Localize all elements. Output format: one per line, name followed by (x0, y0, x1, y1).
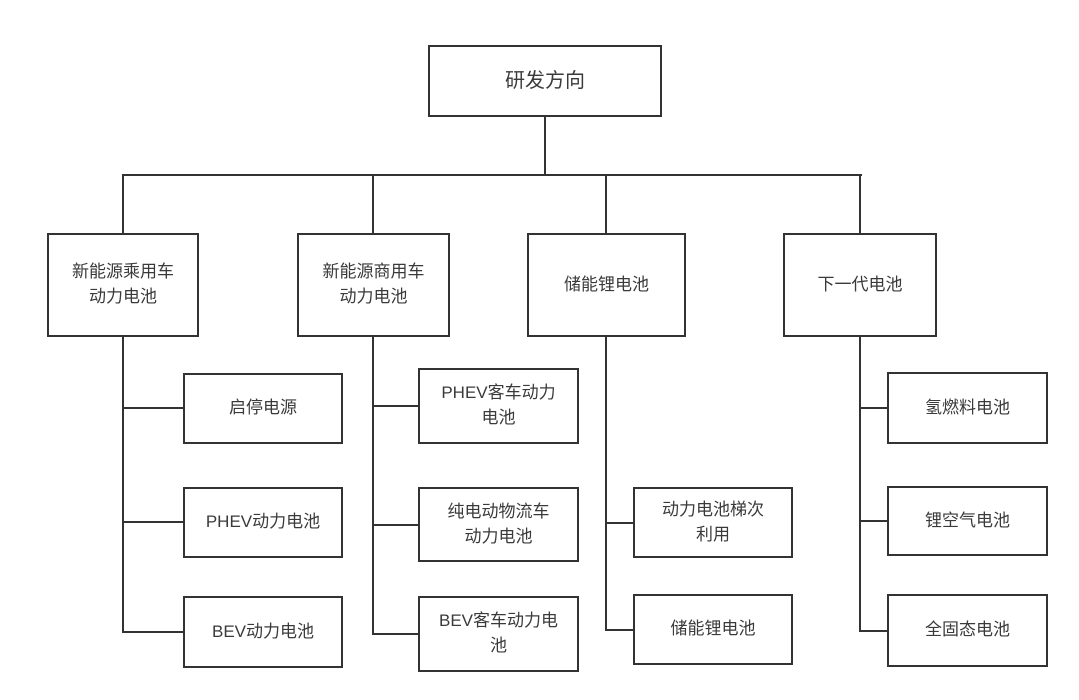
connector-stub-4-1 (859, 407, 887, 409)
connector-stub-2-2 (372, 524, 418, 526)
node-leaf-all-solid-state-battery: 全固态电池 (887, 594, 1048, 667)
connector-drop-branch-1 (122, 174, 124, 233)
node-leaf-bev-power-battery: BEV动力电池 (183, 596, 343, 668)
connector-trunk-branch-1 (122, 337, 124, 633)
node-leaf-label: 动力电池梯次 利用 (662, 499, 764, 544)
node-branch-label: 新能源商用车 动力电池 (322, 262, 425, 306)
node-leaf-battery-echelon-utilization: 动力电池梯次 利用 (633, 487, 793, 558)
node-leaf-label: PHEV动力电池 (205, 512, 321, 532)
node-branch-label: 储能锂电池 (564, 274, 649, 294)
node-leaf-label: 全固态电池 (925, 620, 1010, 640)
node-branch-energy-storage-battery: 储能锂电池 (527, 233, 686, 337)
connector-trunk-branch-4 (859, 337, 861, 632)
connector-bus (122, 174, 862, 176)
node-leaf-label: 锂空气电池 (925, 510, 1010, 530)
node-leaf-label: 启停电源 (229, 398, 297, 418)
node-leaf-label: 氢燃料电池 (925, 397, 1010, 417)
connector-stub-4-2 (859, 520, 887, 522)
node-leaf-label: BEV客车动力电 池 (438, 611, 559, 655)
node-branch-next-gen-battery: 下一代电池 (783, 233, 937, 337)
connector-root-stem (544, 117, 546, 174)
node-leaf-label: BEV动力电池 (211, 621, 315, 641)
connector-trunk-branch-2 (372, 337, 374, 635)
connector-stub-1-2 (122, 521, 183, 523)
node-leaf-phev-bus-power-battery: PHEV客车动力 电池 (418, 368, 579, 444)
node-branch-commercial-ev-battery: 新能源商用车 动力电池 (297, 233, 450, 337)
node-leaf-label: 纯电动物流车 动力电池 (447, 501, 550, 546)
node-leaf-energy-storage-li-battery: 储能锂电池 (633, 594, 793, 665)
connector-drop-branch-2 (372, 174, 374, 233)
connector-stub-2-1 (372, 405, 418, 407)
node-branch-passenger-ev-battery: 新能源乘用车 动力电池 (47, 233, 199, 337)
node-leaf-bev-bus-power-battery: BEV客车动力电 池 (418, 596, 579, 672)
node-leaf-lithium-air-battery: 锂空气电池 (887, 486, 1048, 556)
connector-stub-2-3 (372, 633, 418, 635)
connector-stub-4-3 (859, 630, 887, 632)
connector-stub-1-1 (122, 407, 183, 409)
node-branch-label: 新能源乘用车 动力电池 (72, 262, 174, 306)
connector-stub-3-1 (605, 522, 633, 524)
node-leaf-start-stop-power: 启停电源 (183, 373, 343, 444)
node-leaf-phev-power-battery: PHEV动力电池 (183, 487, 343, 558)
connector-trunk-branch-3 (605, 337, 607, 631)
node-leaf-electric-logistics-vehicle-battery: 纯电动物流车 动力电池 (418, 487, 579, 562)
node-leaf-label: 储能锂电池 (670, 619, 756, 639)
connector-stub-3-2 (605, 629, 633, 631)
node-branch-label: 下一代电池 (817, 274, 903, 294)
node-root-label: 研发方向 (505, 69, 585, 92)
node-leaf-hydrogen-fuel-cell: 氢燃料电池 (887, 372, 1048, 444)
node-root: 研发方向 (428, 45, 662, 117)
connector-drop-branch-4 (859, 174, 861, 233)
connector-stub-1-3 (122, 631, 183, 633)
node-leaf-label: PHEV客车动力 电池 (441, 383, 556, 427)
connector-drop-branch-3 (605, 174, 607, 233)
